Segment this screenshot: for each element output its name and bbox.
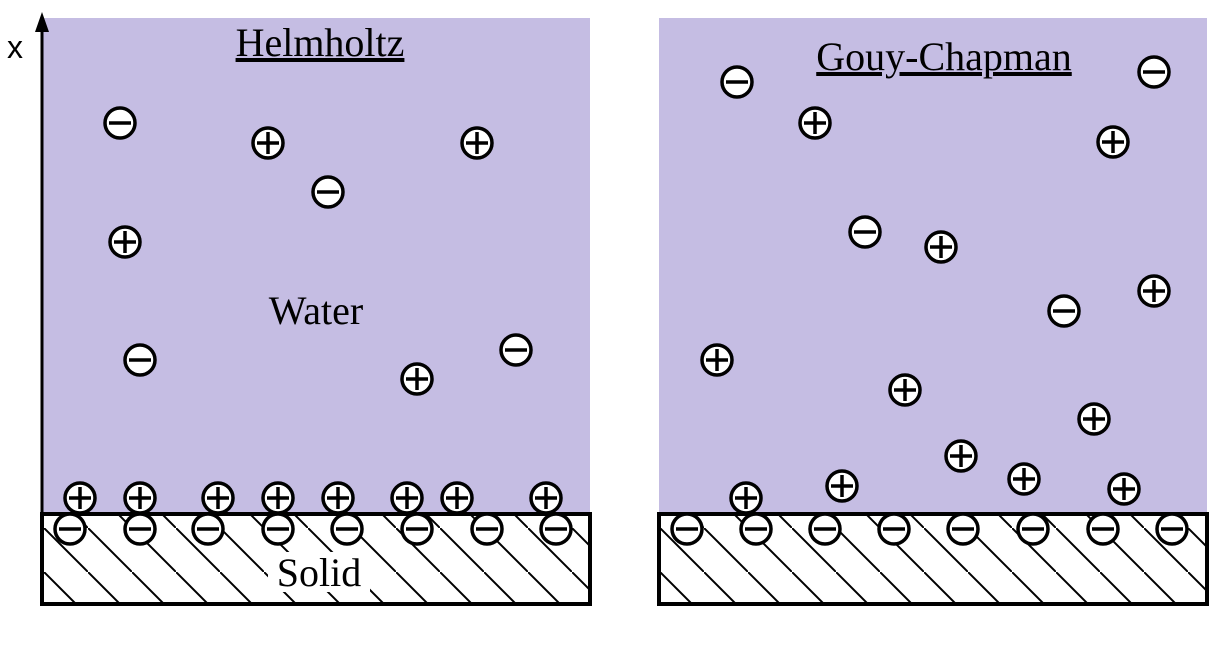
cation-icon (1096, 125, 1130, 159)
cation-icon (888, 373, 922, 407)
cation-icon (825, 469, 859, 503)
anion-icon (1047, 294, 1081, 328)
anion-icon (946, 512, 980, 546)
anion-icon (1086, 512, 1120, 546)
anion-icon (848, 215, 882, 249)
anion-icon (499, 333, 533, 367)
panel-title: Helmholtz (236, 20, 405, 65)
cation-icon (201, 481, 235, 515)
gouy-chapman-ions (670, 55, 1189, 546)
cation-icon (1077, 402, 1111, 436)
water-label: Water (269, 288, 364, 333)
anion-icon (123, 512, 157, 546)
solid-label: Solid (277, 550, 361, 595)
gouy-chapman-panel: Gouy-Chapman (657, 18, 1209, 606)
cation-icon (123, 481, 157, 515)
anion-icon (670, 512, 704, 546)
cation-icon (529, 481, 563, 515)
anion-icon (1016, 512, 1050, 546)
water-region (659, 18, 1207, 514)
anion-icon (808, 512, 842, 546)
x-axis: x (7, 12, 49, 514)
anion-icon (1155, 512, 1189, 546)
cation-icon (440, 481, 474, 515)
cation-icon (63, 481, 97, 515)
cation-icon (261, 481, 295, 515)
cation-icon (460, 126, 494, 160)
cation-icon (700, 343, 734, 377)
panel-title: Gouy-Chapman (816, 34, 1072, 79)
anion-icon (877, 512, 911, 546)
cation-icon (251, 126, 285, 160)
cation-icon (400, 362, 434, 396)
anion-icon (739, 512, 773, 546)
axis-label: x (7, 29, 23, 65)
anion-icon (1137, 55, 1171, 89)
cation-icon (798, 106, 832, 140)
anion-icon (539, 512, 573, 546)
axis-arrow-icon (35, 12, 49, 32)
water-region (42, 18, 590, 514)
cation-icon (321, 481, 355, 515)
helmholtz-ions (53, 106, 573, 546)
anion-icon (261, 512, 295, 546)
anion-icon (470, 512, 504, 546)
anion-icon (191, 512, 225, 546)
cation-icon (390, 481, 424, 515)
helmholtz-panel: Helmholtz Water Solid (40, 18, 592, 606)
solid-label-background (268, 552, 370, 592)
anion-icon (103, 106, 137, 140)
anion-icon (311, 175, 345, 209)
cation-icon (944, 439, 978, 473)
anion-icon (400, 512, 434, 546)
cation-icon (1007, 462, 1041, 496)
cation-icon (108, 225, 142, 259)
cation-icon (1107, 472, 1141, 506)
anion-icon (123, 343, 157, 377)
anion-icon (53, 512, 87, 546)
cation-icon (924, 230, 958, 264)
anion-icon (330, 512, 364, 546)
cation-icon (1137, 274, 1171, 308)
anion-icon (720, 65, 754, 99)
cation-icon (729, 481, 763, 515)
